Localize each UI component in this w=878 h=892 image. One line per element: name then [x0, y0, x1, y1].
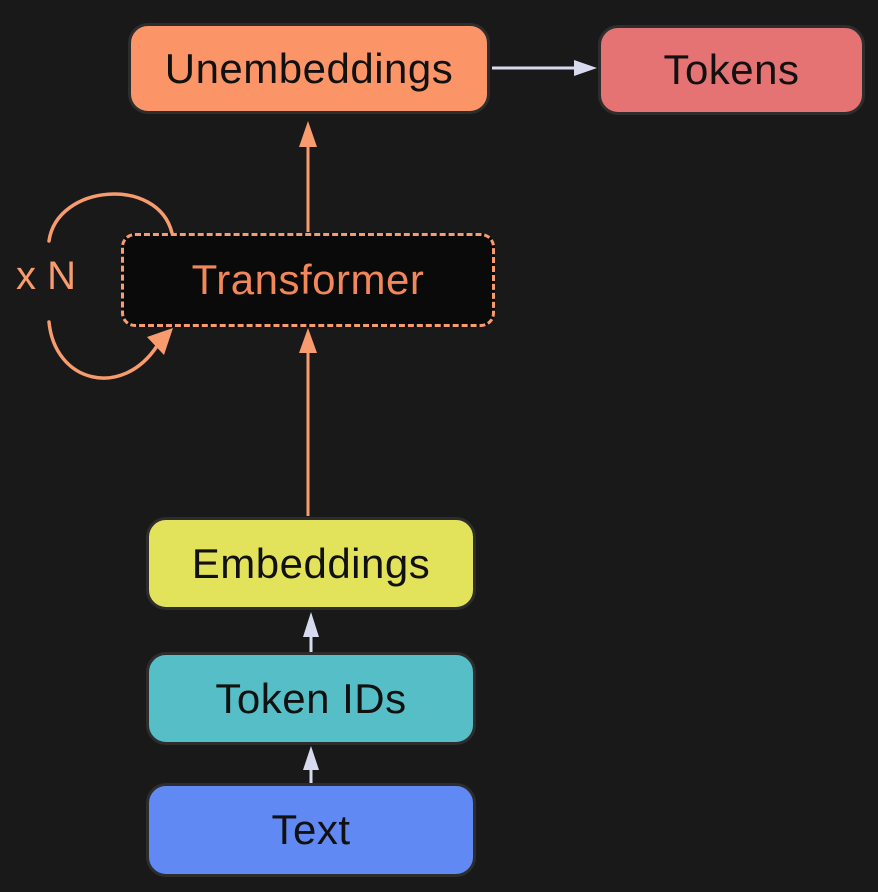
arrow-unembeddings-to-tokens [492, 60, 597, 76]
node-transformer-label: Transformer [191, 256, 425, 303]
loop-count-label: x N [16, 254, 76, 298]
node-tokens[interactable]: Tokens [598, 25, 865, 115]
node-token-ids-label: Token IDs [215, 674, 407, 722]
node-unembeddings[interactable]: Unembeddings [128, 23, 490, 114]
arrow-text-to-token-ids [303, 746, 319, 783]
node-embeddings-label: Embeddings [191, 539, 431, 587]
node-transformer[interactable]: Transformer [121, 233, 495, 327]
arrow-transformer-to-unembeddings [299, 121, 317, 232]
node-embeddings[interactable]: Embeddings [146, 517, 476, 610]
node-text-label: Text [271, 806, 351, 853]
arrow-token-ids-to-embeddings [303, 612, 319, 652]
arrow-embeddings-to-transformer [299, 328, 317, 516]
node-token-ids[interactable]: Token IDs [146, 652, 476, 745]
node-unembeddings-label: Unembeddings [164, 44, 454, 92]
node-text[interactable]: Text [146, 783, 476, 877]
node-tokens-label: Tokens [663, 46, 800, 93]
